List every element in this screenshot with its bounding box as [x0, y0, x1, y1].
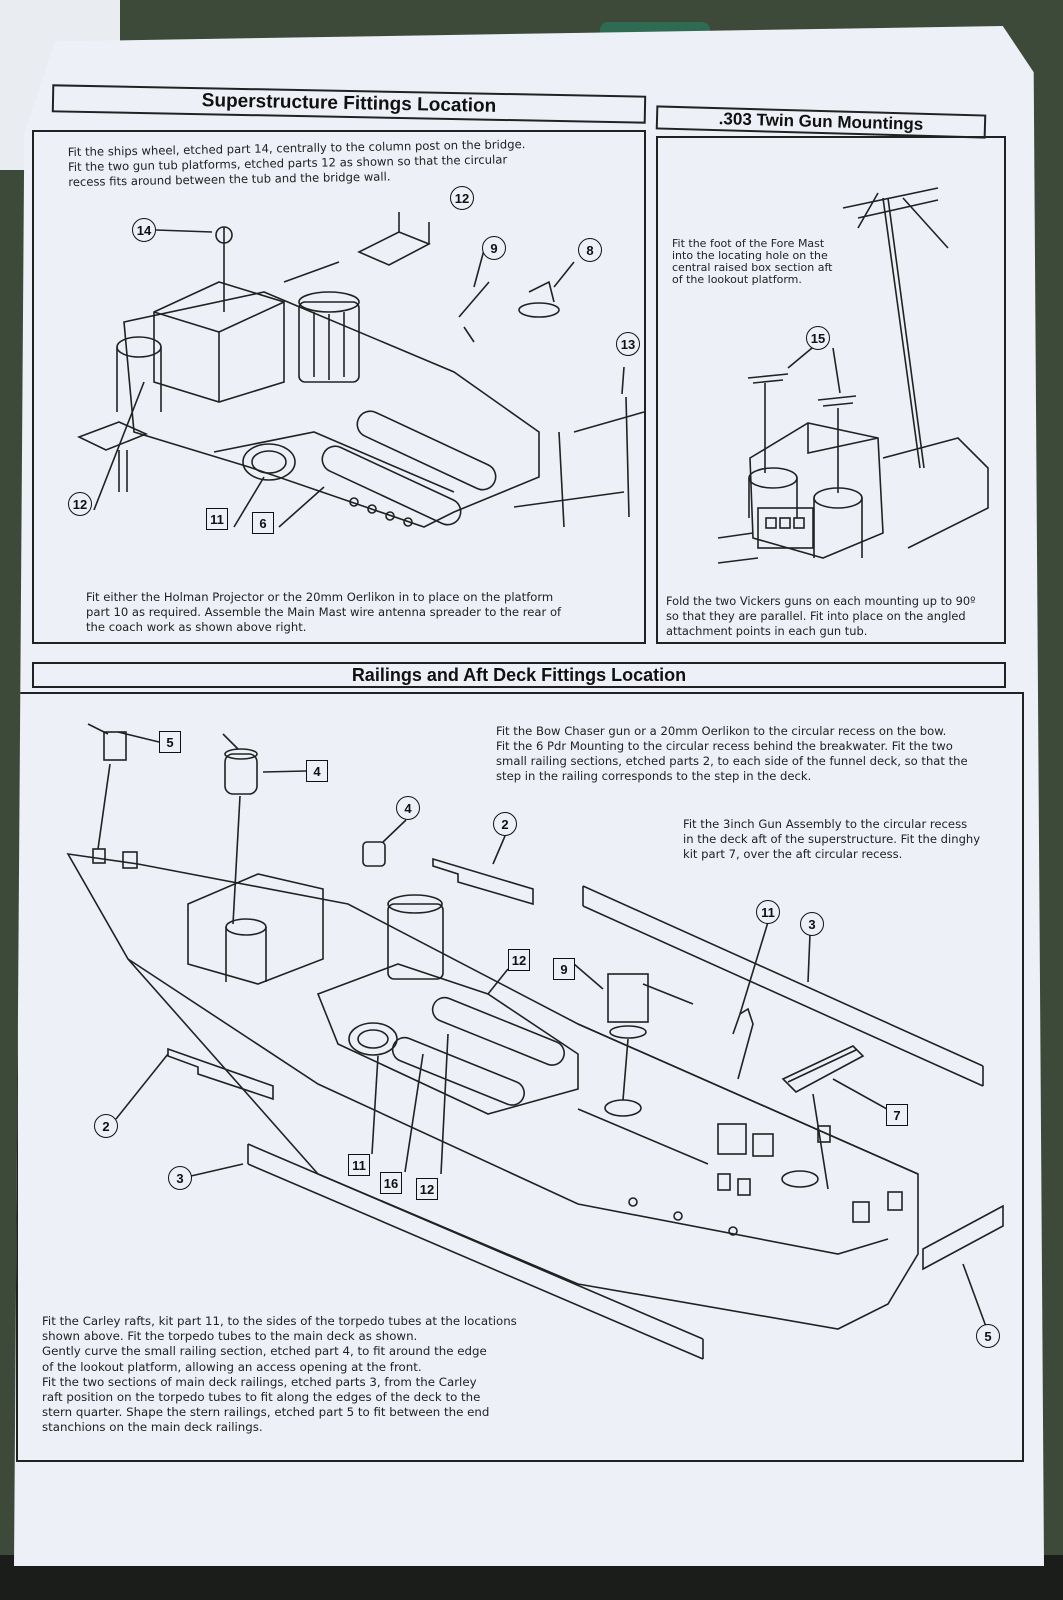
twin-gun-diagram	[717, 187, 989, 564]
superstructure-title: Superstructure Fittings Location	[201, 90, 497, 117]
callout-part-4-railing: 4	[396, 796, 420, 820]
twin-gun-instructions-top: Fit the foot of the Fore Mast into the l…	[672, 237, 833, 286]
callout-part-15: 15	[806, 326, 830, 350]
callout-part-11-mast: 11	[756, 900, 780, 924]
callout-part-4-tub: 4	[306, 760, 328, 782]
railings-panel: Fit the Bow Chaser gun or a 20mm Oerliko…	[16, 692, 1024, 1462]
callout-part-3-lower: 3	[168, 1166, 192, 1190]
callout-part-12-tub: 12	[68, 492, 92, 516]
railings-diagram	[66, 723, 1004, 1360]
railings-instructions-top: Fit the Bow Chaser gun or a 20mm Oerliko…	[496, 724, 968, 783]
callout-part-5-gun: 5	[159, 731, 181, 753]
callout-part-12-platform: 12	[450, 186, 474, 210]
callout-part-8: 8	[578, 238, 602, 262]
callout-part-3-upper: 3	[800, 912, 824, 936]
railings-instructions-mid: Fit the 3inch Gun Assembly to the circul…	[683, 817, 981, 861]
callout-part-7: 7	[886, 1104, 908, 1126]
twin-gun-panel: Fit the foot of the Fore Mast into the l…	[656, 136, 1006, 644]
railings-title: Railings and Aft Deck Fittings Location	[351, 664, 687, 685]
callout-part-6: 6	[252, 512, 274, 534]
twin-gun-title: .303 Twin Gun Mountings	[718, 109, 924, 134]
callout-part-14: 14	[132, 218, 156, 242]
callout-part-11: 11	[206, 508, 228, 530]
callout-part-2-upper: 2	[493, 812, 517, 836]
callout-part-13: 13	[616, 332, 640, 356]
twin-gun-instructions-bottom: Fold the two Vickers guns on each mounti…	[666, 594, 976, 638]
railings-instructions-bottom: Fit the Carley rafts, kit part 11, to th…	[42, 1314, 517, 1435]
twin-gun-title-bar: .303 Twin Gun Mountings	[655, 105, 987, 139]
callout-part-11-raft: 11	[348, 1154, 370, 1176]
callout-part-12-deck: 12	[508, 949, 530, 971]
superstructure-diagram	[76, 212, 645, 528]
callout-part-16: 16	[380, 1172, 402, 1194]
callout-part-9: 9	[482, 236, 506, 260]
superstructure-instructions-bottom: Fit either the Holman Projector or the 2…	[86, 590, 562, 634]
callout-part-9-gun: 9	[553, 958, 575, 980]
railings-title-bar: Railings and Aft Deck Fittings Location	[32, 662, 1006, 688]
callout-part-2-lower: 2	[94, 1114, 118, 1138]
instruction-sheet: Superstructure Fittings Location Fit the…	[14, 26, 1044, 1566]
superstructure-panel: Fit the ships wheel, etched part 14, cen…	[32, 130, 646, 644]
superstructure-title-bar: Superstructure Fittings Location	[51, 84, 647, 124]
callout-part-5-stern: 5	[976, 1324, 1000, 1348]
callout-part-12-tube: 12	[416, 1178, 438, 1200]
